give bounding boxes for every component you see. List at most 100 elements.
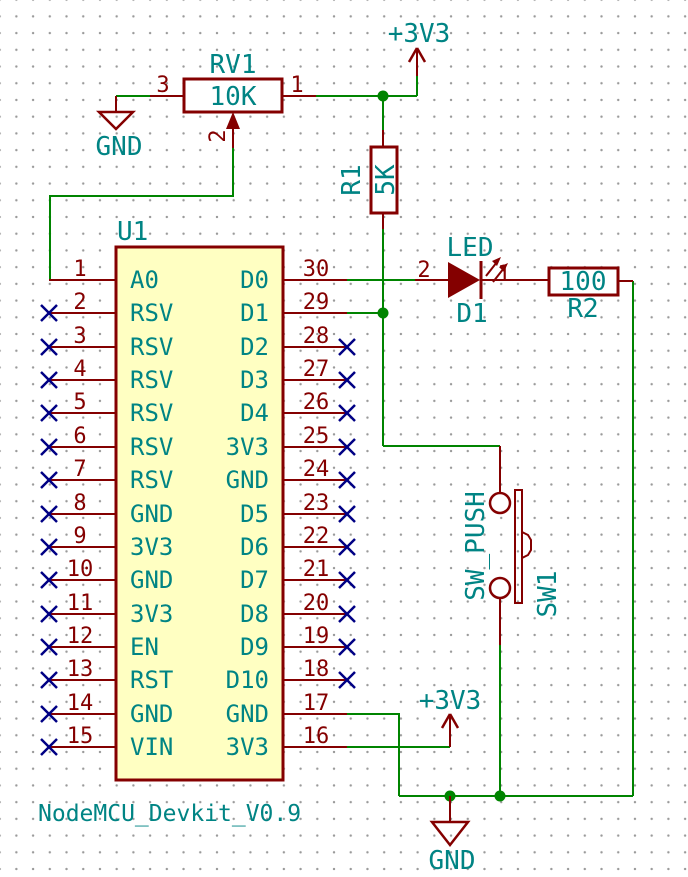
pin-name: GND: [130, 700, 173, 728]
vcc-bottom-label[interactable]: +3V3: [419, 686, 482, 716]
pin-number: 5: [73, 390, 86, 415]
gnd-bottom-label[interactable]: GND: [429, 846, 476, 876]
pin-name: D9: [240, 633, 269, 661]
r1-body[interactable]: [369, 145, 399, 215]
no-connect-icon: [40, 404, 58, 422]
rv1-body[interactable]: [182, 77, 284, 114]
no-connect-icon: [338, 605, 356, 623]
rv1-value[interactable]: 10K: [210, 82, 257, 112]
no-connect-icon: [40, 338, 58, 356]
u1-pin-5[interactable]: 5 RSV: [40, 390, 173, 427]
sw1-value[interactable]: SW_PUSH: [461, 491, 491, 601]
ground-symbol-bottom[interactable]: GND: [429, 796, 476, 876]
led-d1[interactable]: LED D1 2 1: [415, 233, 549, 329]
pin-number: 12: [67, 624, 94, 649]
sw1-reference[interactable]: SW1: [533, 571, 563, 618]
pin-number: 10: [67, 557, 94, 582]
pin-name: D4: [240, 399, 269, 427]
pin-name: D8: [240, 600, 269, 628]
r1-reference[interactable]: R1: [337, 164, 367, 195]
pin-name: GND: [130, 500, 173, 528]
pin-name: D3: [240, 366, 269, 394]
pin-name: GND: [226, 466, 269, 494]
power-arrow-icon: [415, 47, 427, 63]
led-light-arrow-icon: [492, 257, 501, 266]
pin-name: GND: [130, 566, 173, 594]
no-connect-icon: [40, 738, 58, 756]
pin-name: RSV: [130, 399, 173, 427]
vcc-top-label[interactable]: +3V3: [388, 19, 451, 49]
pin-name: RSV: [130, 299, 173, 327]
pin-name: RST: [130, 666, 173, 694]
power-symbol-vcc-bottom[interactable]: +3V3: [419, 686, 482, 747]
no-connect-icon: [338, 404, 356, 422]
rv1-reference[interactable]: RV1: [210, 50, 257, 80]
pin-number: 3: [73, 324, 86, 349]
ground-symbol-top[interactable]: GND: [96, 96, 143, 162]
d1-reference[interactable]: D1: [456, 299, 487, 329]
switch-sw1[interactable]: SW_PUSH SW1: [461, 446, 563, 645]
power-symbol-vcc-top[interactable]: +3V3: [388, 19, 451, 76]
u1-pin-12[interactable]: 12 EN: [40, 624, 159, 661]
r2-value[interactable]: 100: [560, 267, 607, 297]
pin-name: D7: [240, 566, 269, 594]
wire-set[interactable]: [49, 76, 634, 797]
d1-value[interactable]: LED: [447, 233, 494, 263]
led-light-arrow-icon: [485, 261, 498, 277]
no-connect-icon: [40, 471, 58, 489]
r2-body[interactable]: [547, 266, 620, 297]
sw1-contact: [488, 576, 512, 600]
led-light-arrow-icon: [499, 263, 508, 272]
gnd-top-label[interactable]: GND: [96, 132, 143, 162]
ground-icon: [95, 110, 137, 131]
u1-pin-10[interactable]: 10 GND: [40, 557, 173, 594]
pin-name: RSV: [130, 333, 173, 361]
pin-name: 3V3: [130, 533, 173, 561]
wire-rv1-wiper-to-a0[interactable]: [49, 148, 234, 280]
resistor-r1[interactable]: R1 5K: [337, 130, 401, 229]
no-connect-icon: [338, 638, 356, 656]
no-connect-icon: [338, 338, 356, 356]
u1-value[interactable]: NodeMCU_Devkit_V0.9: [38, 801, 301, 827]
u1-reference[interactable]: U1: [117, 217, 148, 247]
r1-value[interactable]: 5K: [371, 164, 401, 196]
potentiometer-rv1[interactable]: RV1 10K 3 1 2: [150, 50, 316, 148]
pin-name: A0: [130, 266, 159, 294]
r2-reference[interactable]: R2: [567, 294, 598, 324]
pin-name: 3V3: [226, 433, 269, 461]
u1-pin-3[interactable]: 3 RSV: [40, 324, 173, 361]
resistor-r2[interactable]: 100 R2: [547, 266, 633, 324]
wire-pin17-to-gnd-rail[interactable]: [347, 713, 400, 796]
pin-name: EN: [130, 633, 159, 661]
u1-body[interactable]: [114, 245, 285, 782]
d1-triangle[interactable]: [448, 262, 480, 298]
